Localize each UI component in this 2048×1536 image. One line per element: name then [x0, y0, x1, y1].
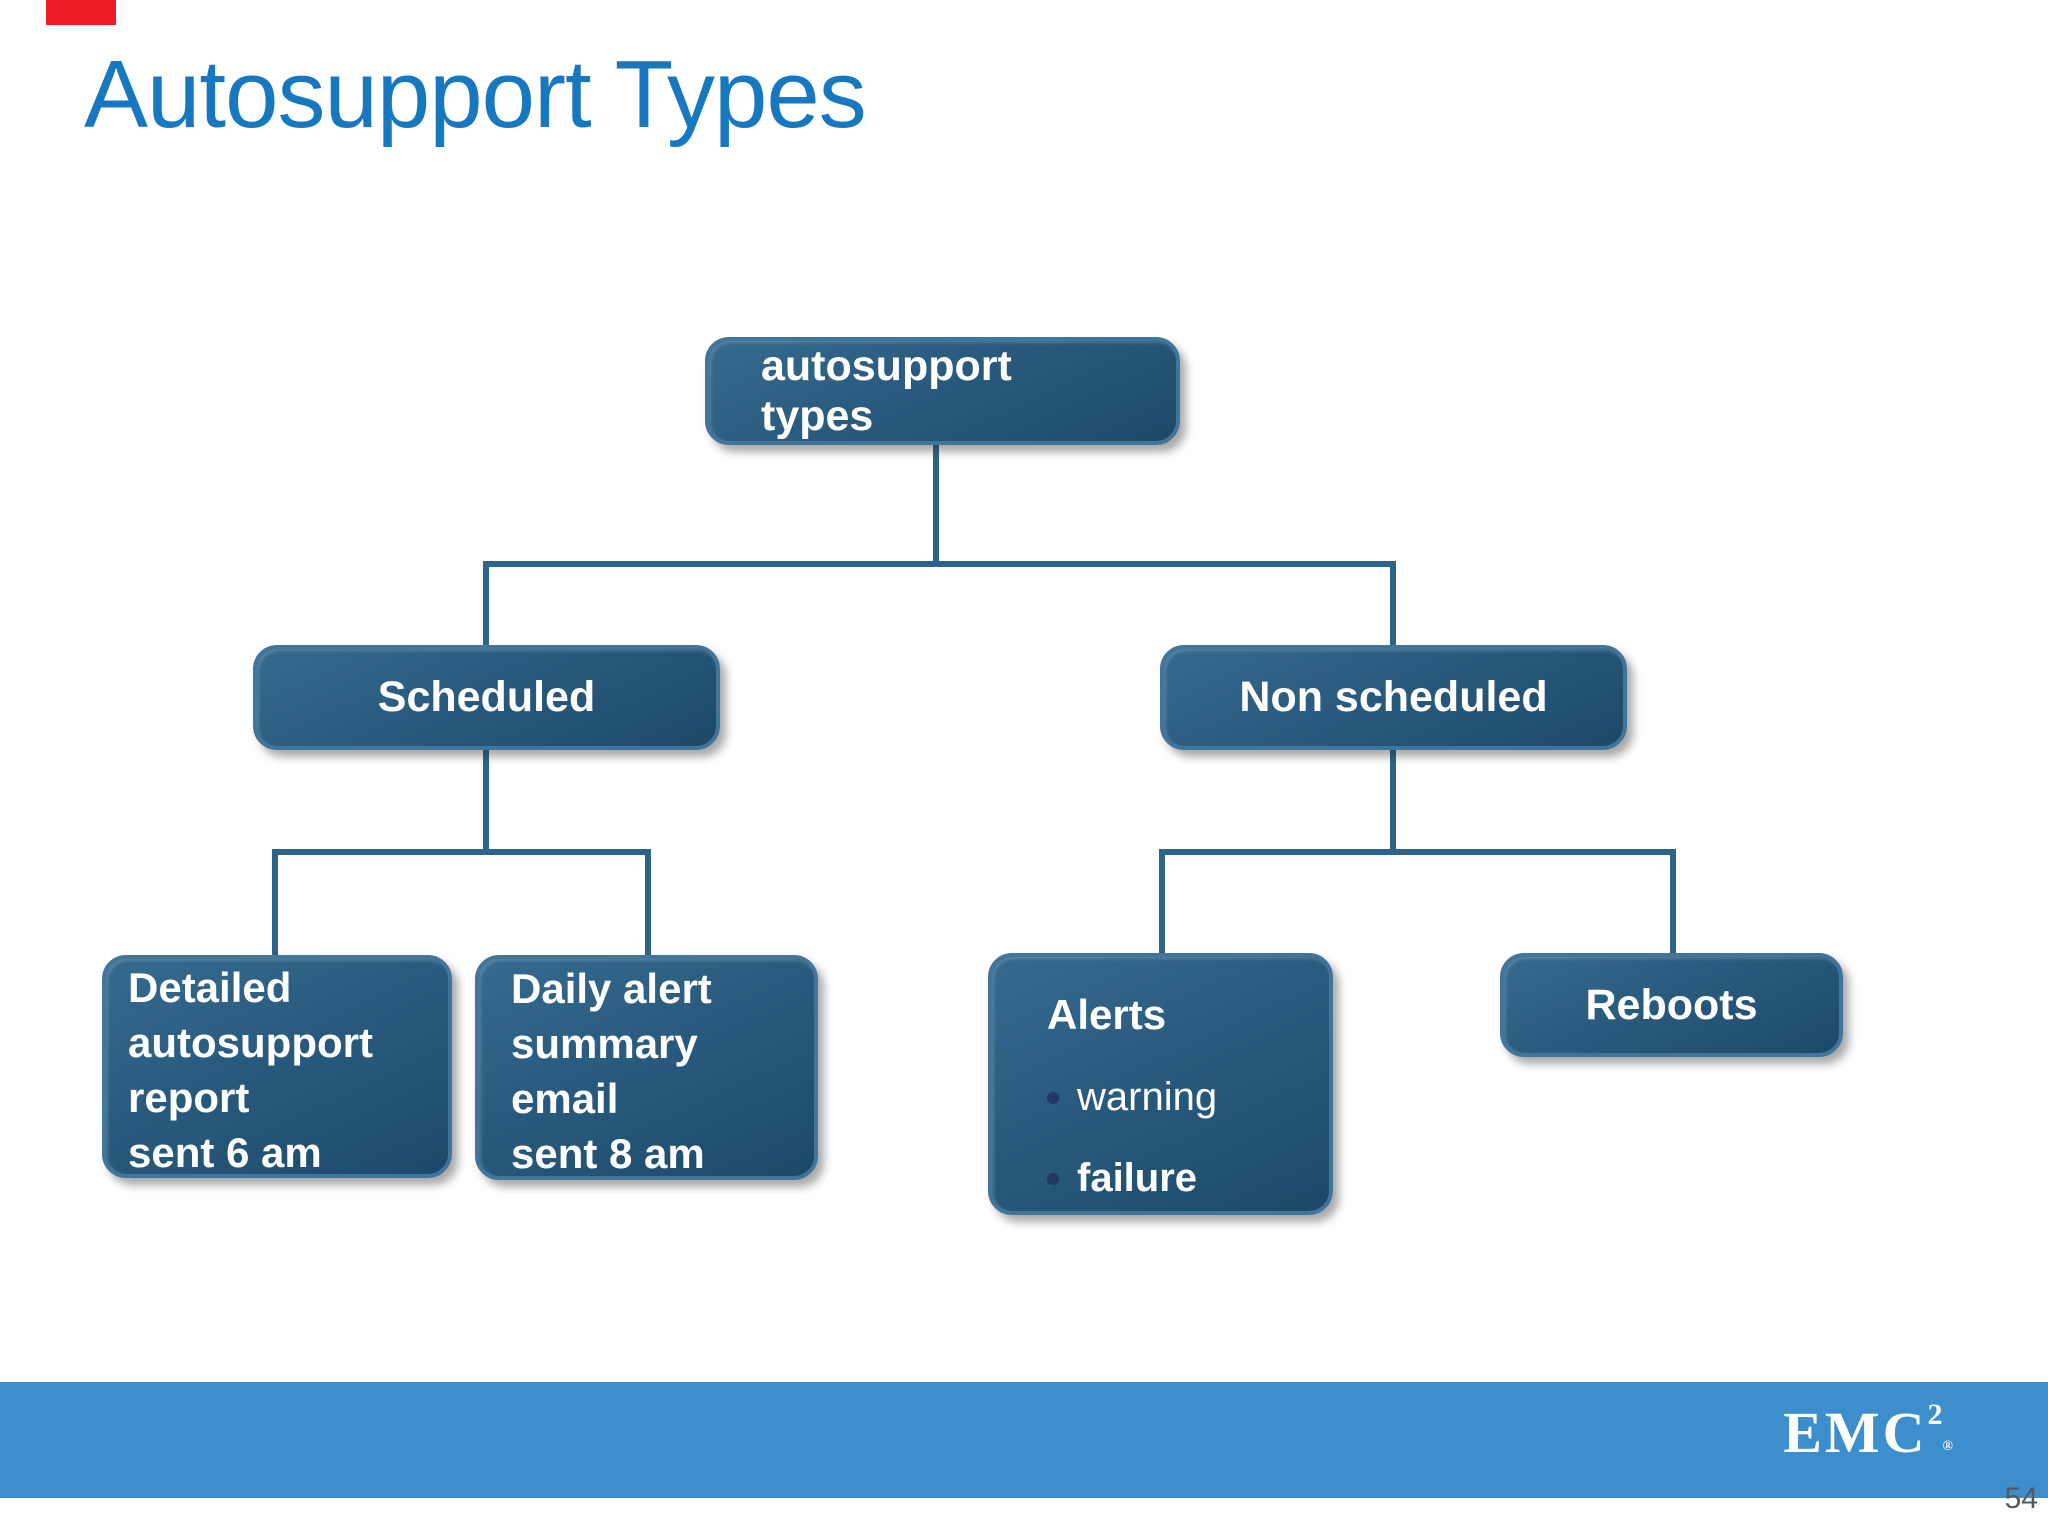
emc-logo-exponent: 2 — [1927, 1398, 1943, 1431]
node-daily-alert-label: Daily alert summary email sent 8 am — [511, 964, 712, 1177]
connector-scheduled-stem — [483, 748, 489, 853]
node-daily-alert: Daily alert summary email sent 8 am — [475, 955, 818, 1180]
red-corner-marker — [46, 0, 116, 25]
node-autosupport-types-label: autosupport types — [761, 342, 1012, 440]
node-scheduled: Scheduled — [253, 645, 720, 750]
node-autosupport-types: autosupport types — [705, 337, 1180, 445]
node-alerts-title: Alerts — [1047, 991, 1167, 1038]
node-detailed-report: Detailed autosupport report sent 6 am — [102, 955, 452, 1178]
connector-scheduled-drop — [483, 565, 489, 647]
node-reboots: Reboots — [1500, 953, 1843, 1057]
node-non-scheduled: Non scheduled — [1160, 645, 1627, 750]
alerts-bullet-warning-label: warning — [1077, 1075, 1218, 1119]
emc-logo-text: EMC — [1783, 1400, 1928, 1465]
connector-scheduled-rail — [272, 849, 651, 855]
node-detailed-report-label: Detailed autosupport report sent 6 am — [128, 963, 373, 1176]
page-title: Autosupport Types — [84, 41, 867, 148]
alerts-bullet-failure: failure — [1047, 1156, 1321, 1201]
bullet-dot-icon — [1047, 1091, 1059, 1104]
connector-root-drop — [933, 443, 939, 565]
page-number: 54 — [2004, 1482, 2038, 1515]
bullet-dot-icon — [1047, 1172, 1059, 1185]
node-non-scheduled-label: Non scheduled — [1239, 673, 1548, 721]
connector-nonscheduled-rail — [1159, 849, 1676, 855]
footer-bar: EMC2 ® — [0, 1382, 2048, 1498]
connector-nonscheduled-drop — [1390, 565, 1396, 647]
registered-mark-icon: ® — [1942, 1439, 1953, 1454]
connector-reboots-drop — [1670, 853, 1676, 955]
connector-level1-rail — [483, 561, 1396, 567]
node-alerts: Alerts warning failure — [988, 953, 1333, 1215]
node-scheduled-label: Scheduled — [377, 673, 596, 721]
emc-logo: EMC2 ® — [1783, 1398, 1953, 1466]
node-reboots-label: Reboots — [1585, 980, 1758, 1029]
connector-detailed-drop — [272, 853, 278, 957]
alerts-bullet-warning: warning — [1047, 1075, 1321, 1120]
connector-daily-drop — [645, 853, 651, 957]
connector-nonscheduled-stem — [1390, 748, 1396, 853]
connector-alerts-drop — [1159, 853, 1165, 955]
alerts-bullet-failure-label: failure — [1077, 1156, 1198, 1200]
